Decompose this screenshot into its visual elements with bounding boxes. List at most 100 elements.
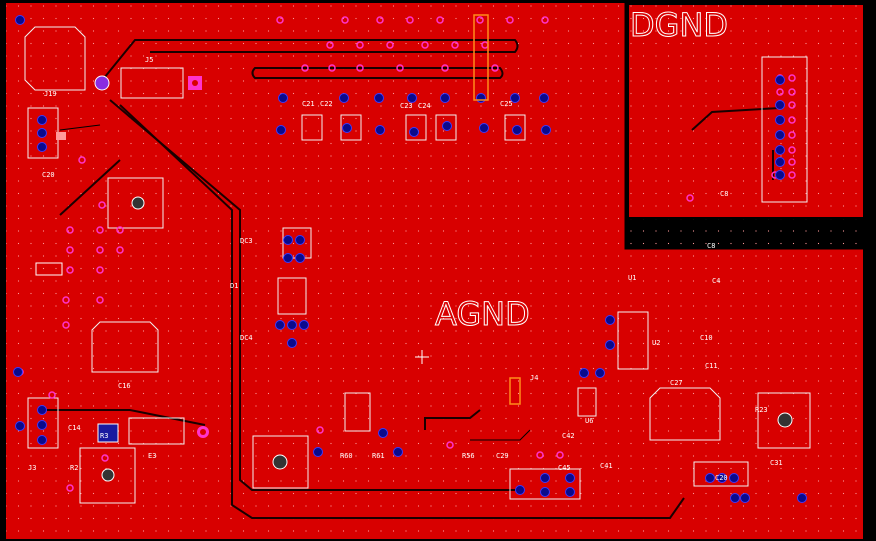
pad[interactable]: [541, 125, 551, 135]
via[interactable]: [98, 201, 106, 209]
via[interactable]: [96, 246, 104, 254]
via[interactable]: [476, 16, 484, 24]
via[interactable]: [276, 16, 284, 24]
via[interactable]: [96, 296, 104, 304]
pad[interactable]: [37, 115, 47, 125]
trimmer-pot[interactable]: [272, 454, 288, 470]
pad[interactable]: [540, 487, 550, 497]
via[interactable]: [776, 88, 784, 96]
pad[interactable]: [37, 142, 47, 152]
trimmer-pot[interactable]: [131, 196, 145, 210]
via[interactable]: [116, 246, 124, 254]
via[interactable]: [341, 16, 349, 24]
pad[interactable]: [339, 93, 349, 103]
pad[interactable]: [717, 473, 727, 483]
pad[interactable]: [13, 367, 23, 377]
pad[interactable]: [283, 235, 293, 245]
via[interactable]: [406, 16, 414, 24]
pad[interactable]: [515, 485, 525, 495]
pad[interactable]: [295, 235, 305, 245]
via[interactable]: [788, 88, 796, 96]
mounting-pad[interactable]: [94, 75, 110, 91]
via[interactable]: [556, 451, 564, 459]
via[interactable]: [788, 158, 796, 166]
via[interactable]: [506, 16, 514, 24]
pad[interactable]: [775, 100, 785, 110]
via[interactable]: [316, 426, 324, 434]
pad[interactable]: [797, 493, 807, 503]
pad[interactable]: [275, 320, 285, 330]
pad[interactable]: [442, 121, 452, 131]
via[interactable]: [436, 16, 444, 24]
via[interactable]: [66, 246, 74, 254]
via[interactable]: [686, 194, 694, 202]
pad[interactable]: [378, 428, 388, 438]
pad[interactable]: [37, 128, 47, 138]
via[interactable]: [788, 146, 796, 154]
pad[interactable]: [775, 170, 785, 180]
via[interactable]: [536, 451, 544, 459]
trimmer-pot[interactable]: [777, 412, 793, 428]
pad[interactable]: [15, 421, 25, 431]
pad[interactable]: [565, 473, 575, 483]
pad[interactable]: [476, 93, 486, 103]
via[interactable]: [96, 266, 104, 274]
highlighted-footprint[interactable]: [473, 14, 489, 101]
pad[interactable]: [374, 93, 384, 103]
pad[interactable]: [565, 487, 575, 497]
via[interactable]: [101, 454, 109, 462]
pad[interactable]: [393, 447, 403, 457]
via[interactable]: [66, 266, 74, 274]
via[interactable]: [356, 41, 364, 49]
via[interactable]: [788, 101, 796, 109]
via[interactable]: [541, 16, 549, 24]
via[interactable]: [491, 64, 499, 72]
via[interactable]: [396, 64, 404, 72]
pad[interactable]: [287, 320, 297, 330]
pad[interactable]: [276, 125, 286, 135]
pad[interactable]: [579, 368, 589, 378]
pad[interactable]: [295, 253, 305, 263]
pad[interactable]: [605, 315, 615, 325]
pad[interactable]: [595, 368, 605, 378]
via[interactable]: [96, 226, 104, 234]
pad[interactable]: [775, 75, 785, 85]
via[interactable]: [788, 171, 796, 179]
pad[interactable]: [342, 123, 352, 133]
pad[interactable]: [775, 145, 785, 155]
via[interactable]: [328, 64, 336, 72]
pad[interactable]: [775, 115, 785, 125]
via[interactable]: [386, 41, 394, 49]
via[interactable]: [66, 226, 74, 234]
via[interactable]: [451, 41, 459, 49]
pad[interactable]: [407, 93, 417, 103]
via[interactable]: [356, 64, 364, 72]
via[interactable]: [78, 156, 86, 164]
pad[interactable]: [539, 93, 549, 103]
via[interactable]: [376, 16, 384, 24]
pad[interactable]: [540, 473, 550, 483]
pad[interactable]: [287, 338, 297, 348]
pad[interactable]: [278, 93, 288, 103]
via[interactable]: [788, 74, 796, 82]
pad[interactable]: [705, 473, 715, 483]
via[interactable]: [62, 296, 70, 304]
pad[interactable]: [479, 123, 489, 133]
pad[interactable]: [510, 93, 520, 103]
trimmer-pot[interactable]: [101, 468, 115, 482]
pad[interactable]: [375, 125, 385, 135]
via[interactable]: [301, 64, 309, 72]
pad[interactable]: [775, 157, 785, 167]
via[interactable]: [446, 441, 454, 449]
pad[interactable]: [729, 473, 739, 483]
pad[interactable]: [37, 420, 47, 430]
via[interactable]: [66, 484, 74, 492]
via[interactable]: [48, 391, 56, 399]
pad[interactable]: [605, 340, 615, 350]
via[interactable]: [326, 41, 334, 49]
pad[interactable]: [775, 130, 785, 140]
via[interactable]: [116, 226, 124, 234]
pad[interactable]: [409, 127, 419, 137]
